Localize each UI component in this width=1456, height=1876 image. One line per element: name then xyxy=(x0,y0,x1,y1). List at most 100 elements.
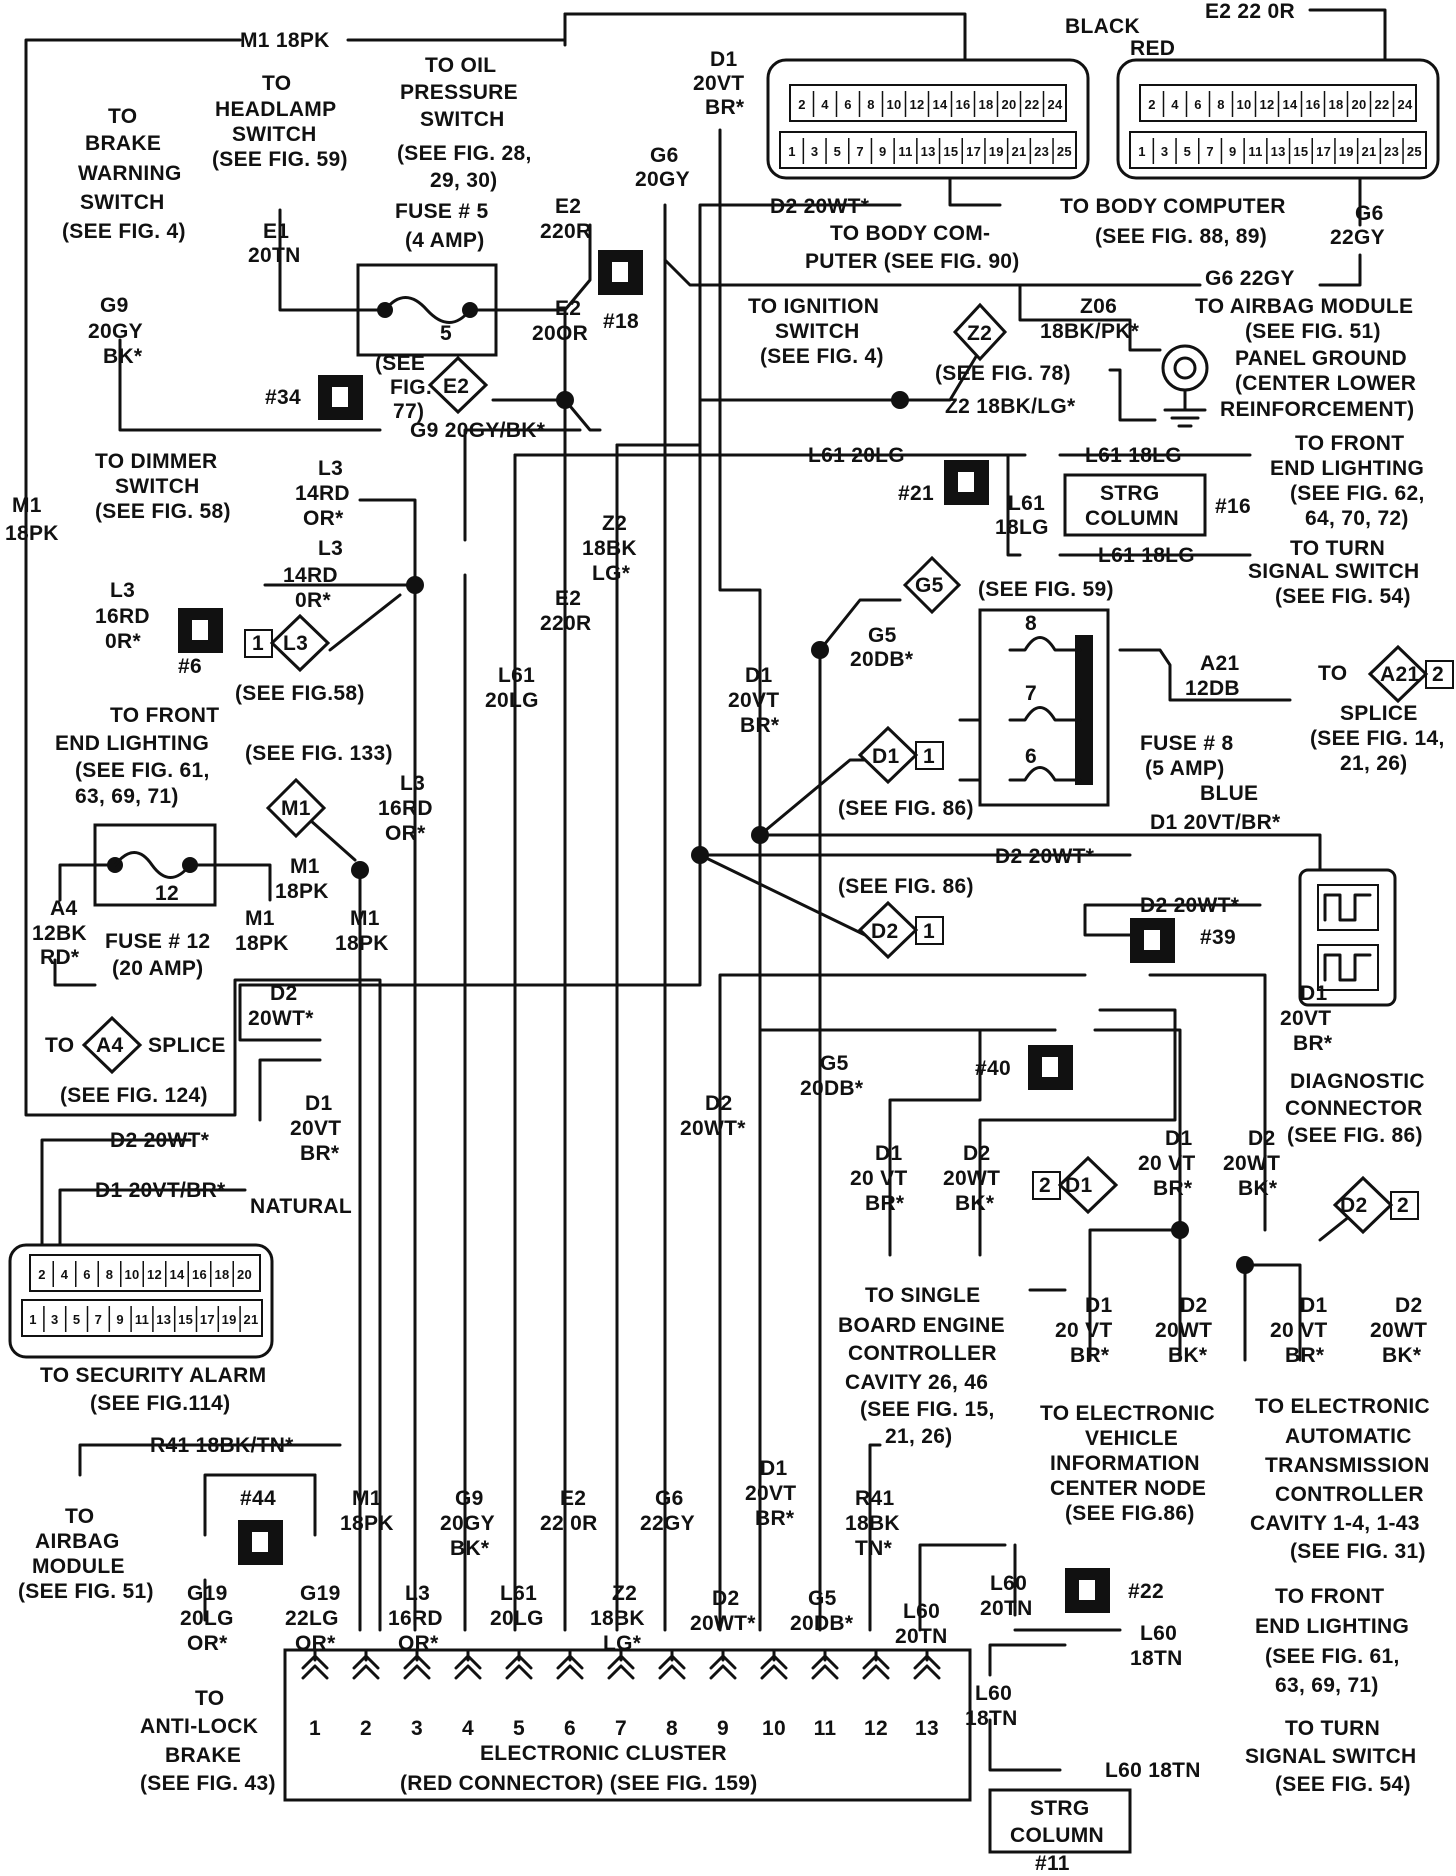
connector-pin-number: 7 xyxy=(1206,144,1214,159)
connector-pin-number: 6 xyxy=(83,1267,91,1282)
connector-pin-number: 15 xyxy=(1293,144,1308,159)
label-d2-20wt-3: D2 20WT* xyxy=(1140,894,1240,917)
label-cluster-g5: G5 xyxy=(808,1587,837,1610)
label-fuse5: FUSE # 5 xyxy=(395,200,488,223)
label-e2-220r-b: 220R xyxy=(540,612,591,635)
connector-pin-number: 15 xyxy=(178,1312,193,1327)
label-cluster-r41: 18BK xyxy=(845,1512,900,1535)
label-d2-20wt-sec: D2 20WT* xyxy=(110,1129,210,1152)
connector-pin-number: 21 xyxy=(1011,144,1026,159)
label-conn-16: #16 xyxy=(1215,495,1251,518)
label-l3-16rd: L3 xyxy=(110,579,135,602)
connector-pin-number: 8 xyxy=(867,97,875,112)
label-blue: BLUE xyxy=(1200,782,1258,805)
label-l61: 18LG xyxy=(995,516,1049,539)
connector-pin-number: 4 xyxy=(1171,97,1179,112)
label-conn-34: #34 xyxy=(265,386,301,409)
label-fuse5: (4 AMP) xyxy=(405,229,485,252)
label-cluster-g9: G9 xyxy=(455,1487,484,1510)
label-evic: TO ELECTRONIC xyxy=(1040,1402,1215,1425)
label-l3-16-b: L3 xyxy=(400,772,425,795)
label-oil: TO OIL xyxy=(425,54,496,77)
label-e2-220r-b: E2 xyxy=(555,587,581,610)
strg-column-11 xyxy=(988,1788,1132,1854)
label-ignition: TO IGNITION xyxy=(748,295,879,318)
label-turn-signal-2: TO TURN xyxy=(1285,1717,1380,1740)
connector-pin-number: 3 xyxy=(1161,144,1169,159)
splice-dots xyxy=(351,391,1254,1274)
connector-pin-number: 25 xyxy=(1057,144,1072,159)
label-cluster-d1: BR* xyxy=(755,1507,795,1530)
connector-pin-number: 7 xyxy=(856,144,864,159)
label-l3-tag: L3 xyxy=(283,632,308,655)
label-sbec-d1: D1 xyxy=(875,1142,902,1165)
splice-node xyxy=(351,861,369,879)
connector-pin-number: 9 xyxy=(1229,144,1237,159)
label-cluster-title: ELECTRONIC CLUSTER xyxy=(480,1742,727,1765)
connector-pin-number: 13 xyxy=(921,144,936,159)
label-m1-18pk-a: M1 xyxy=(290,855,320,878)
label-cluster-g6: 22GY xyxy=(640,1512,695,1535)
label-sbec: TO SINGLE xyxy=(865,1284,981,1307)
label-dimmer: TO DIMMER xyxy=(95,450,217,473)
label-cluster-z2: LG* xyxy=(603,1632,642,1655)
connector-pin-number: 20 xyxy=(1001,97,1016,112)
label-natural: NATURAL xyxy=(250,1195,352,1218)
label-eatx: (SEE FIG. 31) xyxy=(1290,1540,1426,1563)
cluster-pin-number: 8 xyxy=(666,1717,678,1740)
label-sbec-d2: 20WT xyxy=(943,1167,1000,1190)
connector-pin-number: 19 xyxy=(989,144,1004,159)
connector-22-icon xyxy=(1065,1568,1110,1613)
label-g5-20db: G5 xyxy=(868,624,897,647)
label-d2-tag-num: 1 xyxy=(923,920,935,943)
connector-pin-number: 11 xyxy=(898,144,912,159)
panel-ground-icon xyxy=(1161,344,1209,428)
cluster-pin-number: 7 xyxy=(615,1717,627,1740)
label-a21-splice: (SEE FIG. 14, xyxy=(1310,727,1445,750)
label-a4: RD* xyxy=(40,946,80,969)
label-sbec-d1: BR* xyxy=(865,1192,905,1215)
labels: M1 18PK E2 22 0R BLACK RED D1 20VT BR* T… xyxy=(5,0,1445,1875)
cluster-terminal-icon xyxy=(403,1648,431,1680)
label-l3-tag-num: 1 xyxy=(252,632,264,655)
label-conn-39: #39 xyxy=(1200,926,1236,949)
label-d1-20vt-b: D1 xyxy=(305,1092,332,1115)
label-m1-18pk-a: 18PK xyxy=(275,880,329,903)
label-fuse-8: 8 xyxy=(1025,612,1037,635)
label-turn-signal-2: (SEE FIG. 54) xyxy=(1275,1773,1411,1796)
cluster-terminal-icon xyxy=(709,1648,737,1680)
label-panel-ground: REINFORCEMENT) xyxy=(1220,398,1414,421)
label-a21: A21 xyxy=(1200,652,1239,675)
label-d1-diag: D1 xyxy=(1300,982,1327,1005)
label-to-a21: TO xyxy=(1318,662,1347,685)
strg-column-16 xyxy=(1063,473,1207,537)
label-a4-splice: SPLICE xyxy=(148,1034,226,1057)
label-panel-ground: (CENTER LOWER xyxy=(1235,372,1416,395)
connector-pin-number: 13 xyxy=(156,1312,171,1327)
connector-pin-number: 21 xyxy=(1361,144,1376,159)
fuse-5 xyxy=(323,263,522,357)
label-a4: 12BK xyxy=(32,922,87,945)
label-cluster-r41: R41 xyxy=(855,1487,894,1510)
label-body-computer: TO BODY COMPUTER xyxy=(1060,195,1286,218)
label-eatx: CAVITY 1-4, 1-43 xyxy=(1250,1512,1420,1535)
connector-40-icon xyxy=(1028,1045,1073,1090)
label-d2-node: D2 xyxy=(1248,1127,1275,1150)
label-eatx-d1: 20 VT xyxy=(1270,1319,1328,1342)
label-strg-column-11: STRG xyxy=(1030,1797,1090,1820)
connector-pin-number: 2 xyxy=(1148,97,1156,112)
connector-pin-number: 11 xyxy=(135,1312,149,1327)
connector-pin-number: 5 xyxy=(834,144,842,159)
label-a21: 12DB xyxy=(1185,677,1240,700)
label-d1-top: 20VT xyxy=(693,72,744,95)
label-g5-20db-b: 20DB* xyxy=(800,1077,864,1100)
label-see58: (SEE FIG.58) xyxy=(235,682,365,705)
label-brake-warning: WARNING xyxy=(78,162,182,185)
label-g5-20db: 20DB* xyxy=(850,648,914,671)
label-front-end-lighting-2: END LIGHTING xyxy=(55,732,209,755)
label-panel-ground: PANEL GROUND xyxy=(1235,347,1407,370)
connector-pin-number: 14 xyxy=(932,97,948,112)
label-see86b: (SEE FIG. 86) xyxy=(838,875,974,898)
label-evic-d1: 20 VT xyxy=(1055,1319,1113,1342)
